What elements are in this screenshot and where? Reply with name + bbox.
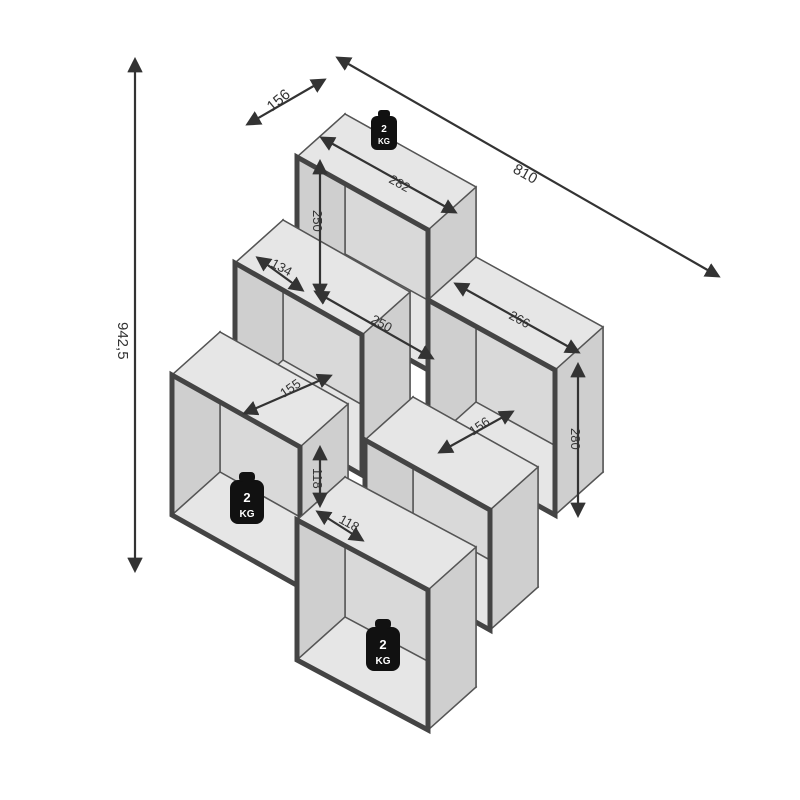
svg-text:KG: KG [378, 137, 390, 146]
weight-icon: 2 KG [371, 110, 397, 150]
svg-text:KG: KG [240, 509, 255, 520]
small-height-label: 118 [310, 468, 325, 489]
total-height-label: 942,5 [114, 322, 131, 360]
small-width-arrow [315, 510, 365, 542]
front-edge [294, 515, 431, 735]
depth-label: 156 [264, 86, 294, 115]
svg-text:KG: KG [376, 656, 391, 667]
left-cube-depth-arrow [242, 373, 333, 416]
right-width-arrow [453, 282, 581, 354]
left-depth-arrow [255, 256, 305, 292]
depth-arrow [245, 78, 327, 126]
total-width-label: 810 [510, 161, 540, 188]
svg-text:2: 2 [381, 124, 387, 135]
weight-icon: 2 KG [366, 619, 400, 671]
middle-width-arrow [313, 290, 435, 360]
top-width-arrow [319, 136, 458, 214]
svg-text:2: 2 [379, 637, 386, 652]
shelf-cube [294, 475, 478, 735]
svg-text:2: 2 [243, 490, 250, 505]
top-cube-height-label: 250 [310, 210, 325, 232]
weight-icon: 2 KG [230, 472, 264, 524]
center-depth-arrow [437, 410, 515, 454]
right-cube-height-label: 280 [568, 428, 583, 450]
dimension-lines [127, 56, 721, 574]
total-width-arrow [335, 56, 721, 278]
